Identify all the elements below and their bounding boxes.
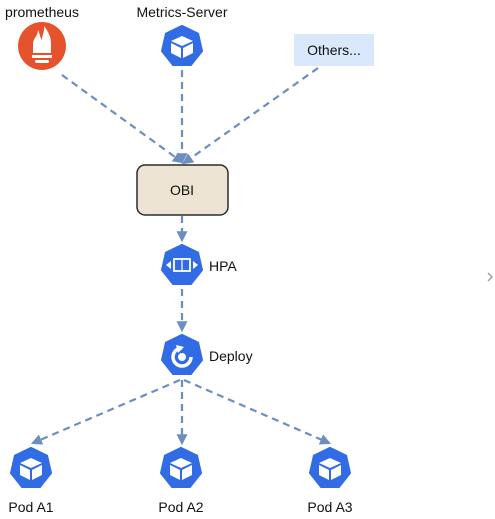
edge-prometheus-obi [61,74,184,164]
node-prometheus: prometheus [5,4,79,70]
kubernetes-pod-icon [158,445,204,490]
node-hpa: HPA [159,242,237,287]
node-others: Others... [294,34,374,66]
others-box [294,34,374,66]
edges [30,67,332,446]
deploy-label: Deploy [209,348,253,364]
hpa-label: HPA [209,258,237,274]
edge-deploy-pod-a1 [30,378,181,445]
kubernetes-pod-icon [8,445,54,490]
edge-deploy-pod-a3 [183,378,332,445]
node-obi: OBI [136,164,229,216]
pod-a1-label: Pod A1 [8,499,53,515]
pod-a2-label: Pod A2 [158,499,203,515]
node-pod-a1: Pod A1 [8,445,54,515]
pod-a3-label: Pod A3 [307,499,352,515]
kubernetes-pod-icon [307,445,353,490]
obi-box [136,164,229,216]
kubernetes-deploy-icon [159,332,205,377]
node-pod-a3: Pod A3 [307,445,353,515]
edge-others-obi [182,67,319,165]
node-pod-a2: Pod A2 [158,445,204,515]
obi-label: OBI [170,182,194,198]
node-deploy: Deploy [159,332,253,377]
prometheus-label: prometheus [5,4,79,20]
kubernetes-pod-icon [159,23,205,68]
chevron-right-icon[interactable] [487,272,493,282]
metrics-server-label: Metrics-Server [136,4,227,20]
others-label: Others... [307,42,361,58]
kubernetes-hpa-icon [159,242,205,287]
node-metrics-server: Metrics-Server [136,4,228,68]
prometheus-flame-icon [18,22,66,70]
